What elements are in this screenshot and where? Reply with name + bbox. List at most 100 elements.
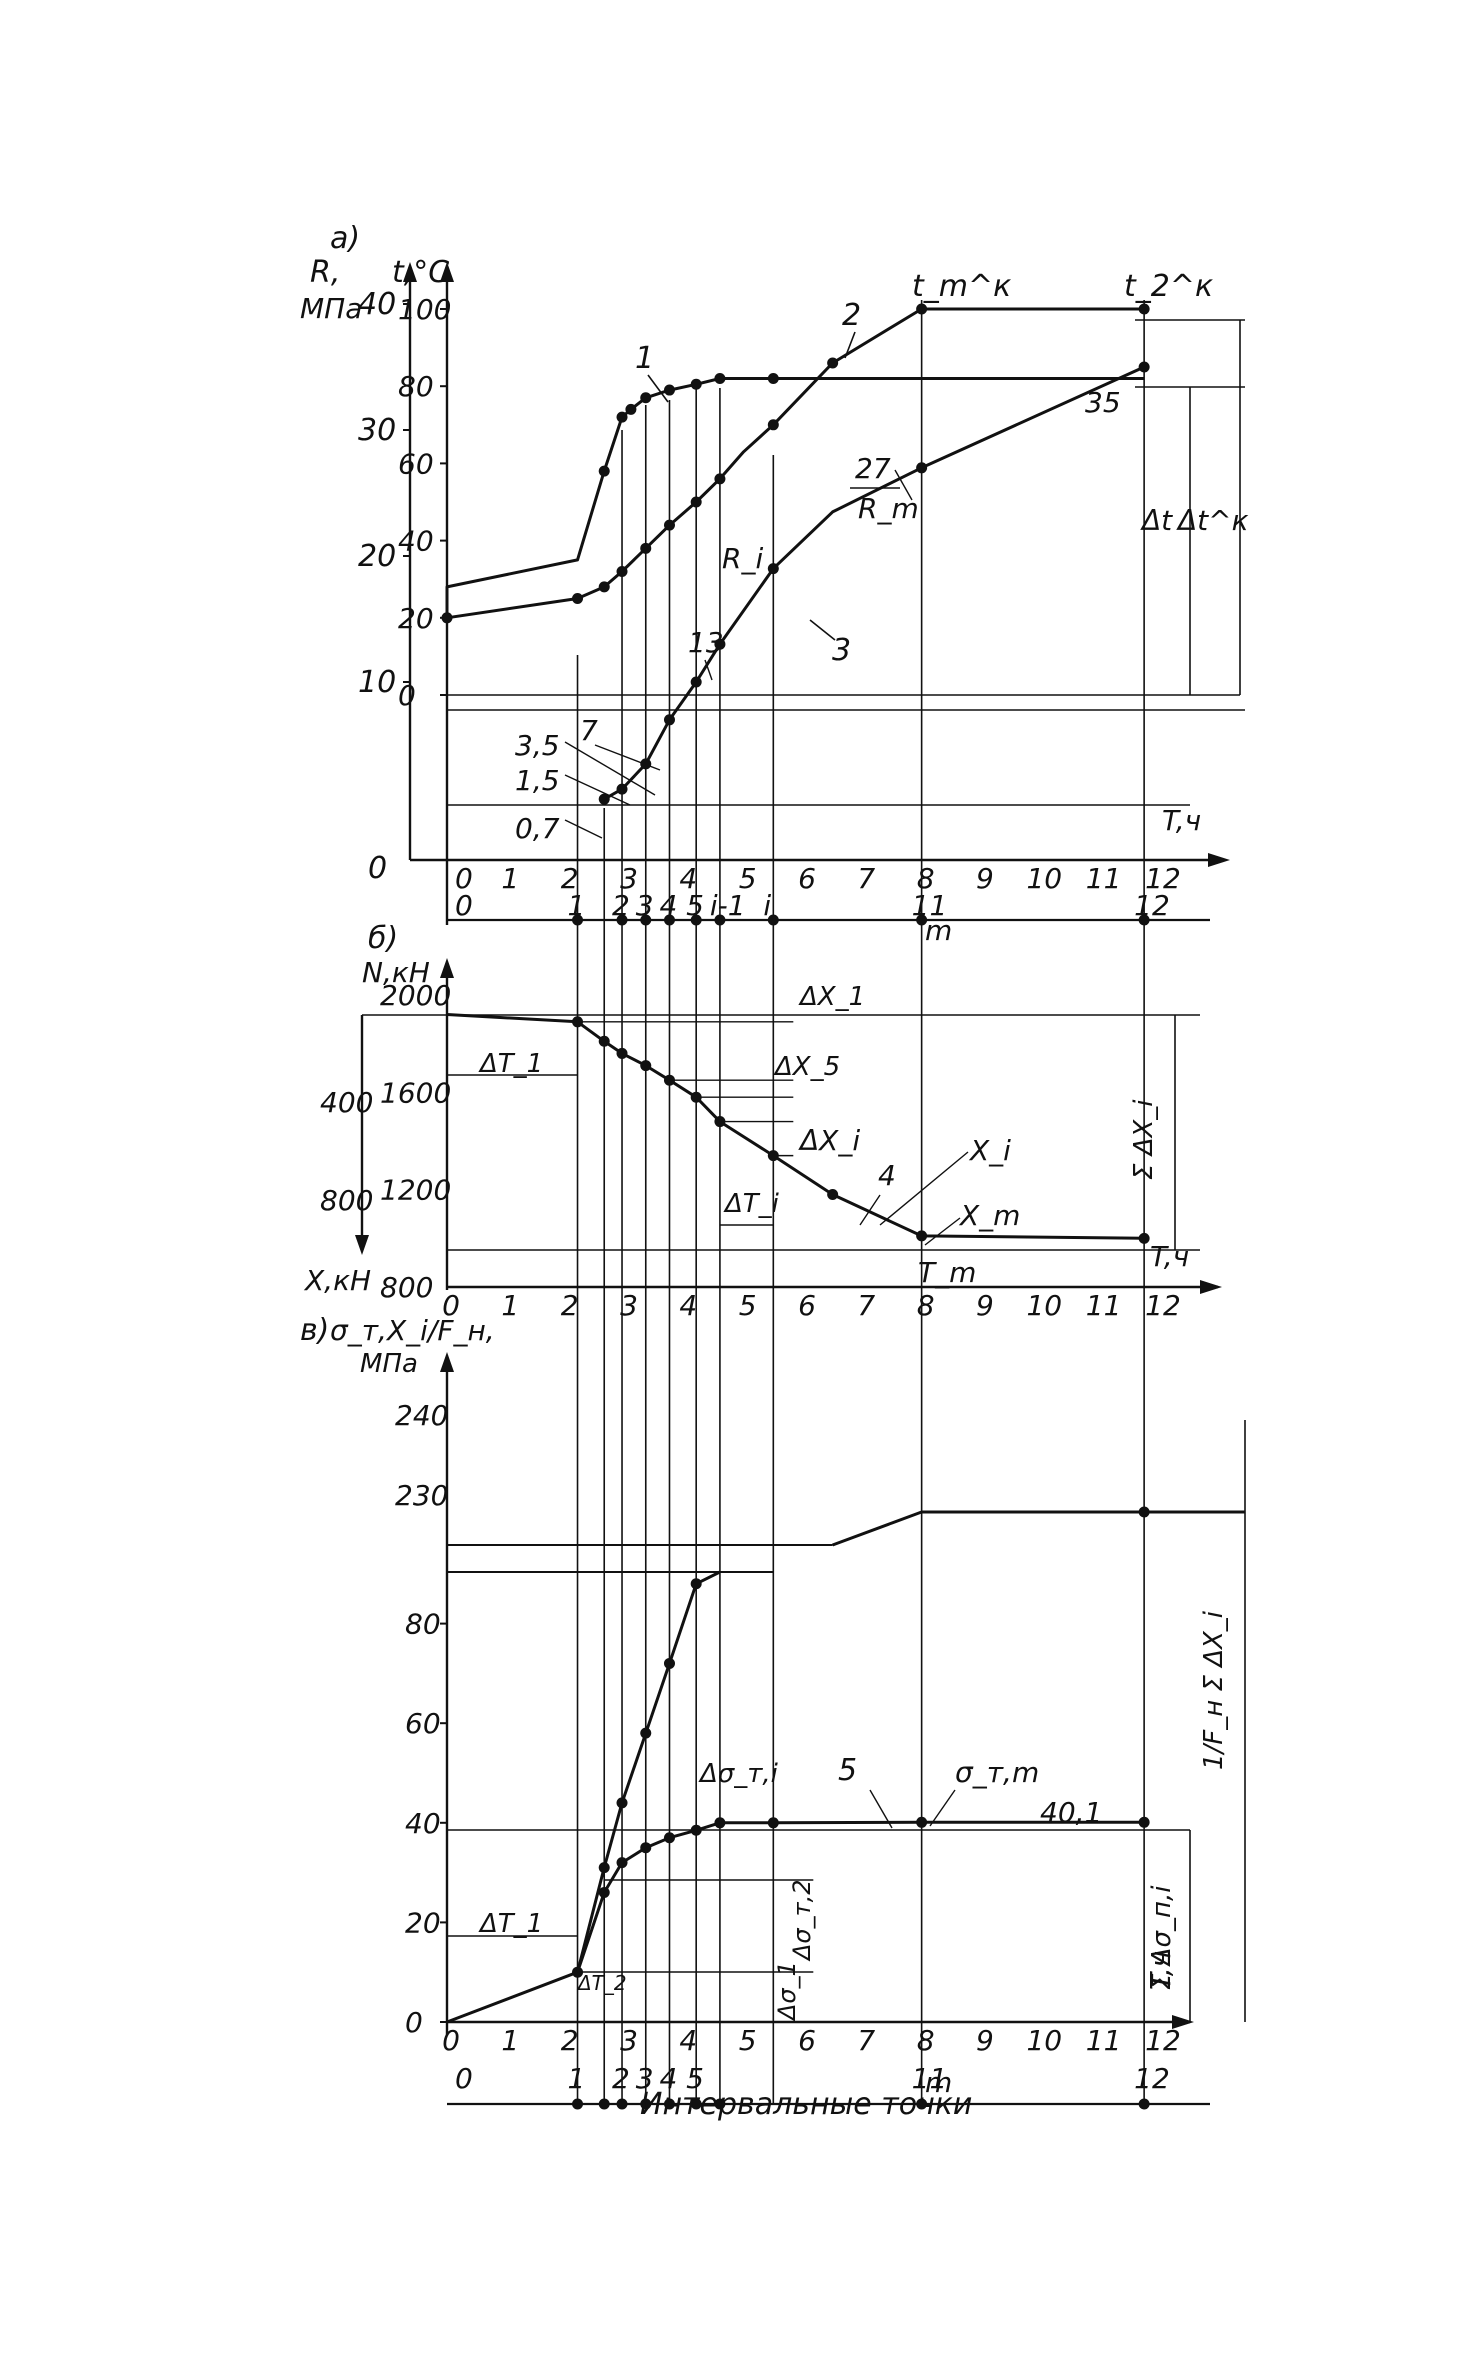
axis-b-time-tick-label: 2 (561, 1289, 579, 1322)
axis-t-tick-label: 0 (398, 679, 416, 712)
axis-r-arrow (403, 262, 417, 282)
interval-point-label: 11 (912, 889, 948, 922)
interval-point-dot (616, 914, 628, 926)
xi-over-fn-point (663, 1657, 675, 1669)
axis-a-time-tick-label: 1 (501, 862, 519, 895)
curve-5-point (616, 1857, 628, 1869)
delta-x1-label: ΔX_1 (798, 982, 865, 1012)
axis-r-unit: МПа (300, 292, 362, 325)
axes (355, 262, 1246, 2106)
axis-sigma-tick-label: 0 (405, 2006, 423, 2039)
point-label: R_i (722, 542, 763, 575)
top-label: t_m^к (912, 269, 1011, 304)
curve-5-point (690, 1824, 702, 1836)
curve-4-leader (859, 1194, 881, 1226)
interval-point-dot (572, 2098, 584, 2110)
curve-2-point (714, 473, 726, 485)
axis-a-time-tick-label: 7 (857, 862, 875, 895)
curve-5-label: 5 (838, 1753, 857, 1788)
point-label: 27 (855, 452, 891, 485)
curve-3-point (690, 676, 702, 688)
axis-r-tick-label: 40 (358, 287, 396, 322)
interval-point-dot (1138, 914, 1150, 926)
panel-c-axis-unit: МПа (360, 1349, 418, 1379)
interval-point-dot (690, 2098, 702, 2110)
axis-b-time-tick-label: 1 (501, 1289, 519, 1322)
delta-sigma-ti-label: Δσ_т,i (698, 1759, 779, 1789)
interval-point-label: 5 (686, 889, 704, 922)
point-leader (564, 774, 631, 806)
curve-1 (445, 377, 1145, 618)
interval-point-label: 0 (455, 889, 473, 922)
interval-point-label: i-1 (710, 889, 746, 922)
axis-n-tick-label: 2000 (380, 979, 451, 1012)
curve-4-point (663, 1074, 675, 1086)
curve-5-point (663, 1832, 675, 1844)
curve-2-point (663, 519, 675, 531)
axis-b-time-tick-label: 12 (1145, 1289, 1181, 1322)
axis-n-label: N,кН (362, 956, 430, 989)
axis-sigma-upper-tick-label: 230 (395, 1479, 448, 1512)
axis-c-time-tick-label: 8 (917, 2024, 935, 2057)
footer-caption: Интервальные точки (640, 2087, 972, 2122)
curve-4-point (572, 1016, 584, 1028)
panel-a-origin: 0 (368, 851, 387, 886)
axis-sigma-upper-tick-label: 240 (395, 1399, 448, 1432)
curve-3 (603, 365, 1145, 801)
chart-marks (441, 303, 1245, 2110)
axis-b-time-tick-label: 6 (798, 1289, 816, 1322)
sigma-tm-leader (929, 1789, 956, 1827)
delta-label: Δt^к (1176, 504, 1249, 537)
panel-c-x-label: T,ч (1144, 1951, 1177, 1990)
xi-label: X_i (968, 1134, 1011, 1167)
sigma-upper-point (1138, 1506, 1150, 1518)
axis-c-time-tick-label: 12 (1145, 2024, 1181, 2057)
axis-x-label: X,кН (303, 1264, 371, 1297)
curve-1-point (714, 372, 726, 384)
curve-2-point (572, 593, 584, 604)
point-leader (894, 469, 913, 501)
axis-r-tick-label: 10 (358, 665, 396, 700)
interval-point-label: 1 (568, 889, 586, 922)
axis-a-time-tick-label: 9 (976, 862, 994, 895)
sum-delta-x-fn-label: 1/F_н Σ ΔX_i (1199, 1610, 1229, 1770)
panel-b-label: б) (368, 921, 398, 956)
curve-2-point (598, 581, 610, 593)
interval-point-dot (640, 2098, 652, 2110)
top-label: t_2^к (1124, 269, 1213, 304)
curve-2-point (767, 419, 779, 431)
axis-b-time-tick-label: 5 (739, 1289, 757, 1322)
curve-2-point (916, 303, 928, 315)
panel-a-m-label: m (925, 914, 952, 947)
point-leader (564, 741, 656, 796)
axis-r-label: R, (310, 255, 340, 290)
curve-5-point (916, 1816, 928, 1828)
xi-over-fn-point (690, 1578, 702, 1590)
axis-a-time-tick-label: 12 (1145, 862, 1181, 895)
interval-point-dot (1138, 2098, 1150, 2110)
panel-c-m-label: m (925, 2066, 952, 2099)
axis-a-time-tick-label: 5 (739, 862, 757, 895)
interval-point-dot (714, 2098, 726, 2110)
xi-leader (879, 1151, 969, 1226)
curve-1-point (640, 392, 652, 404)
curve-1-label: 1 (635, 341, 654, 376)
axis-b-time-tick-label: 7 (857, 1289, 875, 1322)
interval-point-label: 3 (636, 2062, 654, 2095)
panel-a-x-label: T,ч (1162, 804, 1201, 837)
interval-point-dot (714, 914, 726, 926)
curve-5-point (714, 1817, 726, 1829)
xm-leader (924, 1217, 961, 1246)
axis-c-time-arrow (1172, 2015, 1194, 2029)
curve-2-label: 2 (842, 298, 861, 333)
axis-b-time-tick-label: 10 (1026, 1289, 1062, 1322)
axis-a-time-tick-label: 2 (561, 862, 579, 895)
axis-a-time-tick-label: 11 (1086, 862, 1122, 895)
xi-over-fn-point (640, 1727, 652, 1739)
axis-sigma-tick-label: 60 (405, 1707, 441, 1740)
axis-sigma-tick-label: 80 (405, 1608, 441, 1641)
curve-4-label: 4 (878, 1159, 896, 1192)
axis-a-time-tick-label: 0 (455, 862, 473, 895)
curve-1-point (616, 411, 628, 423)
axis-c-time-tick-label: 6 (798, 2024, 816, 2057)
